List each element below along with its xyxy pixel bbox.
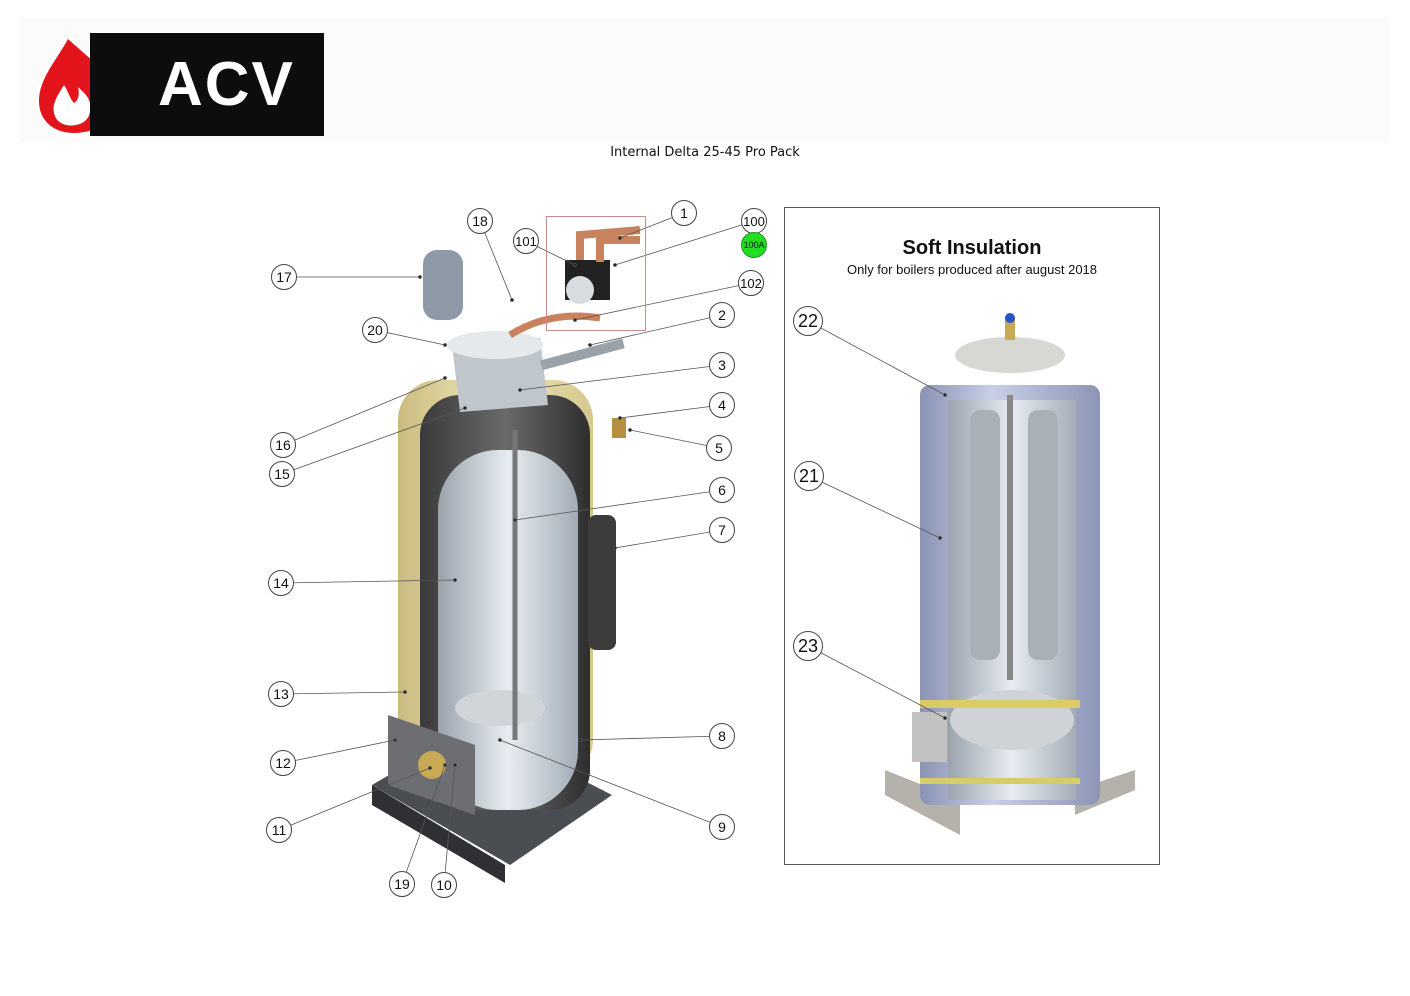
part-callout-21[interactable]: 21 [794,461,824,491]
leader-line [629,429,720,449]
part-callout-12[interactable]: 12 [270,750,296,776]
leader-dot [453,578,457,582]
leader-dot [943,716,947,720]
logo-text: ACV [158,50,295,119]
leader-dot [618,236,622,240]
leader-line [619,404,723,419]
part-callout-11[interactable]: 11 [266,817,292,843]
leader-dot [613,263,617,267]
soft-insulation-boiler [885,313,1135,835]
leader-line [807,320,946,396]
leader-dot [588,343,592,347]
leader-line [614,529,723,549]
leader-line [808,475,941,539]
leader-line [443,764,456,886]
acv-logo: ACV [34,33,326,138]
part-callout-6[interactable]: 6 [709,477,735,503]
leader-line [519,364,723,391]
leader-line [807,645,946,719]
leader-dot [613,546,617,550]
leader-line [614,220,755,266]
leader-line [499,739,723,828]
part-callout-7[interactable]: 7 [709,517,735,543]
leader-dot [393,738,397,742]
leader-dot [443,763,447,767]
leader-line [589,314,723,346]
flame-icon [36,35,104,137]
part-callout-13[interactable]: 13 [268,681,294,707]
part-callout-1[interactable]: 1 [671,200,697,226]
part-callout-15[interactable]: 15 [269,461,295,487]
leader-dot [938,536,942,540]
leader-dot [510,298,514,302]
part-callout-101[interactable]: 101 [513,228,539,254]
leader-dot [453,763,457,767]
leader-line [281,407,466,475]
leader-line [479,220,513,301]
leader-line [282,739,396,764]
leader-line [579,735,723,741]
boiler-cutaway [372,226,641,883]
leader-dot [943,393,947,397]
leader-line [514,489,723,521]
part-callout-100[interactable]: 100 [741,208,767,234]
logo-background [90,33,324,136]
leader-line [280,691,406,695]
part-callout-23[interactable]: 23 [793,631,823,661]
leader-line [401,764,446,885]
panel-subtitle: Only for boilers produced after august 2… [846,262,1098,277]
part-callout-102[interactable]: 102 [738,270,764,296]
part-callout-3[interactable]: 3 [709,352,735,378]
leader-dot [618,416,622,420]
document-title: Internal Delta 25-45 Pro Pack [610,145,800,160]
leader-dot [443,376,447,380]
leader-dot [573,263,577,267]
part-callout-19[interactable]: 19 [389,871,415,897]
part-callout-8[interactable]: 8 [709,723,735,749]
part-callout-14[interactable]: 14 [268,570,294,596]
leader-dot [513,518,517,522]
leader-dot [628,428,632,432]
leader-line [282,377,446,446]
pump-group-highlight [546,216,646,331]
leader-dot [578,738,582,742]
leader-dot [518,388,522,392]
part-callout-20[interactable]: 20 [362,317,388,343]
leader-line [280,579,456,584]
part-callout-18[interactable]: 18 [467,208,493,234]
leader-dot [428,766,432,770]
part-callout-2[interactable]: 2 [709,302,735,328]
panel-title: Soft Insulation [902,237,1042,259]
leader-dot [403,690,407,694]
leader-dot [443,343,447,347]
leader-line [278,767,431,831]
part-callout-9[interactable]: 9 [709,814,735,840]
leader-dot [573,318,577,322]
part-callout-4[interactable]: 4 [709,392,735,418]
leader-lines [278,212,947,886]
leader-dot [498,738,502,742]
part-callout-22[interactable]: 22 [793,306,823,336]
part-callout-16[interactable]: 16 [270,432,296,458]
leader-line [574,282,752,321]
leader-dot [463,406,467,410]
part-callout-10[interactable]: 10 [431,872,457,898]
part-callout-5[interactable]: 5 [706,435,732,461]
part-callout-17[interactable]: 17 [271,264,297,290]
leader-dot [418,275,422,279]
part-callout-100a[interactable]: 100A [741,232,767,258]
